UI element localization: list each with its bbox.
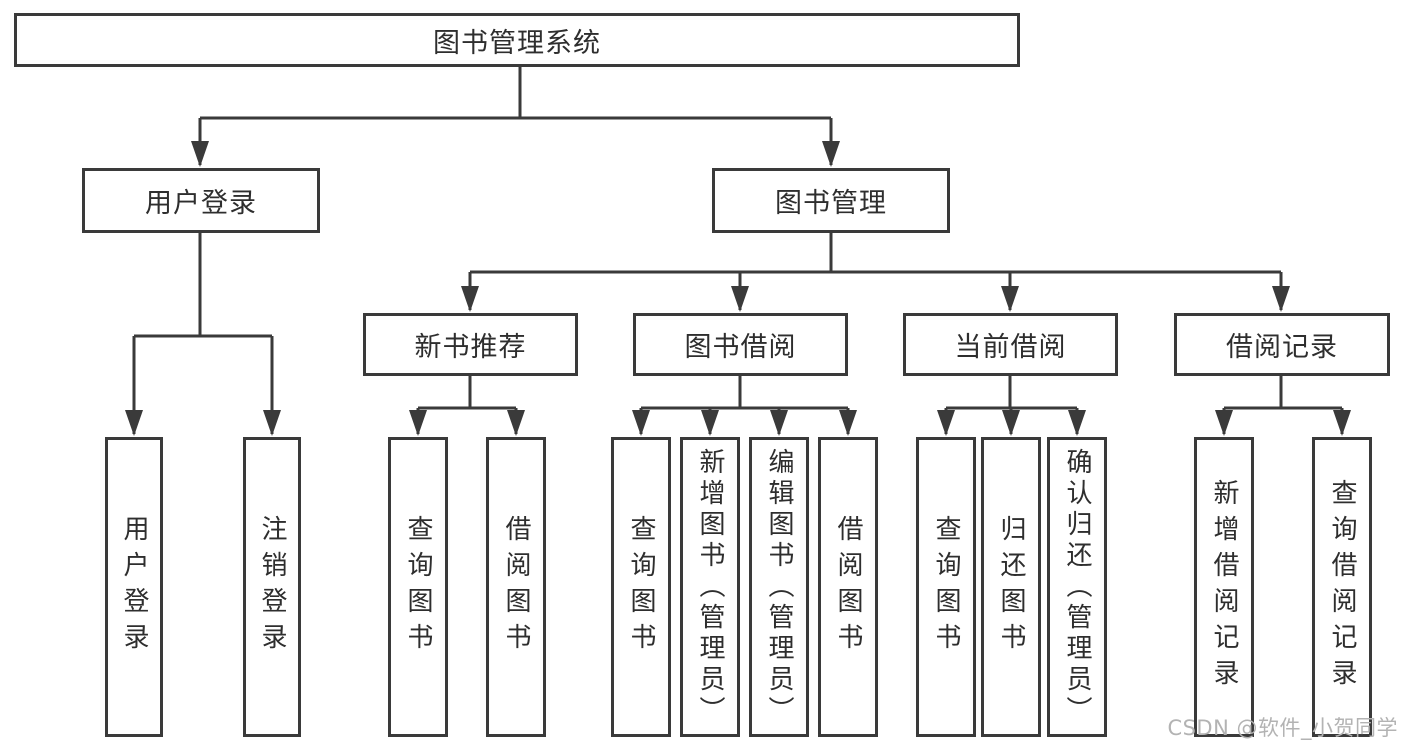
leaf-borrow-books: 借阅图书 [818,437,878,737]
leaf-add-borrow-record: 新增借阅记录 [1194,437,1254,737]
leaf-query-borrow-record: 查询借阅记录 [1312,437,1372,737]
leaf-query-books-borrow: 查询图书 [611,437,671,737]
node-user-login: 用户登录 [82,168,320,233]
leaf-label: 确认归还（管理员） [1062,447,1092,727]
leaf-edit-books-admin: 编辑图书（管理员） [749,437,809,737]
node-book-management: 图书管理 [712,168,950,233]
leaf-user-login: 用户登录 [105,437,163,737]
leaf-query-books-current: 查询图书 [916,437,976,737]
leaf-label: 查询图书 [931,515,961,659]
leaf-return-books: 归还图书 [981,437,1041,737]
node-book-borrow: 图书借阅 [633,313,848,376]
leaf-add-books-admin: 新增图书（管理员） [680,437,740,737]
leaf-label: 编辑图书（管理员） [764,447,794,727]
leaf-label: 查询借阅记录 [1327,479,1357,695]
node-current-borrow: 当前借阅 [903,313,1118,376]
leaf-label: 查询图书 [626,515,656,659]
leaf-label: 新增借阅记录 [1209,479,1239,695]
leaf-label: 用户登录 [119,515,149,659]
leaf-label: 借阅图书 [833,515,863,659]
leaf-borrow-books-recommend: 借阅图书 [486,437,546,737]
csdn-watermark: CSDN @软件_小贺同学 [1167,716,1398,740]
leaf-confirm-return-admin: 确认归还（管理员） [1047,437,1107,737]
leaf-label: 新增图书（管理员） [695,447,725,727]
leaf-label: 归还图书 [996,515,1026,659]
node-new-book-recommend: 新书推荐 [363,313,578,376]
leaf-label: 借阅图书 [501,515,531,659]
node-borrow-record: 借阅记录 [1174,313,1390,376]
node-root-library-system: 图书管理系统 [14,13,1020,67]
leaf-label: 查询图书 [403,515,433,659]
leaf-label: 注销登录 [257,515,287,659]
leaf-query-books-recommend: 查询图书 [388,437,448,737]
leaf-logout: 注销登录 [243,437,301,737]
